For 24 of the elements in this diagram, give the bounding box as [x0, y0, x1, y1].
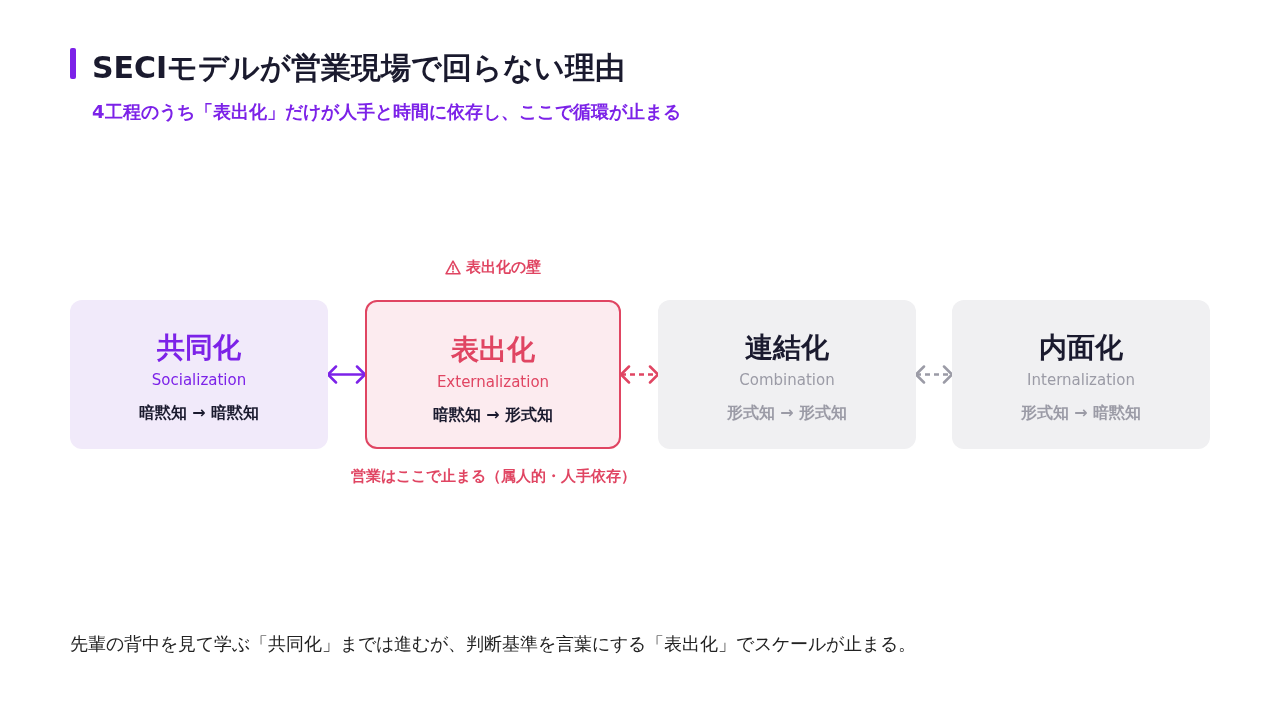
stage-english-name: Socialization: [151, 370, 247, 390]
double-arrow: [326, 365, 367, 384]
subtitle-text: 4工程のうち「表出化」だけが人手と時間に依存し、ここで循環が止まる: [92, 100, 681, 124]
conversion-text: 暗黙知 → 形式知: [432, 404, 554, 426]
stage-title: 連結化: [745, 330, 829, 366]
double-arrow: [914, 365, 954, 384]
stage-card: [658, 300, 916, 449]
stage-title: 共同化: [157, 330, 241, 366]
stage-title: 内面化: [1039, 330, 1123, 366]
conversion-text: 暗黙知 → 暗黙知: [138, 402, 260, 424]
stage-card: [365, 300, 621, 449]
stage-title: 表出化: [451, 332, 535, 368]
conversion-text: 形式知 → 形式知: [726, 402, 848, 424]
double-arrow: [619, 365, 660, 384]
page-title: SECIモデルが営業現場で回らない理由: [92, 49, 626, 87]
stage-english-name: Externalization: [436, 372, 550, 392]
note-text: 営業はここで止まる（属人的・人手依存）: [350, 466, 636, 487]
stage-english-name: Internalization: [1027, 370, 1135, 390]
warning-label: 表出化の壁: [466, 257, 541, 278]
conversion-text: 形式知 → 暗黙知: [1020, 402, 1142, 424]
caption-text: 先輩の背中を見て学ぶ「共同化」までは進むが、判断基準を言葉にする「表出化」でスケールが止まる。: [70, 632, 916, 656]
stage-card: [70, 300, 328, 449]
stage-card: [952, 300, 1210, 449]
stage-english-name: Combination: [739, 370, 835, 390]
